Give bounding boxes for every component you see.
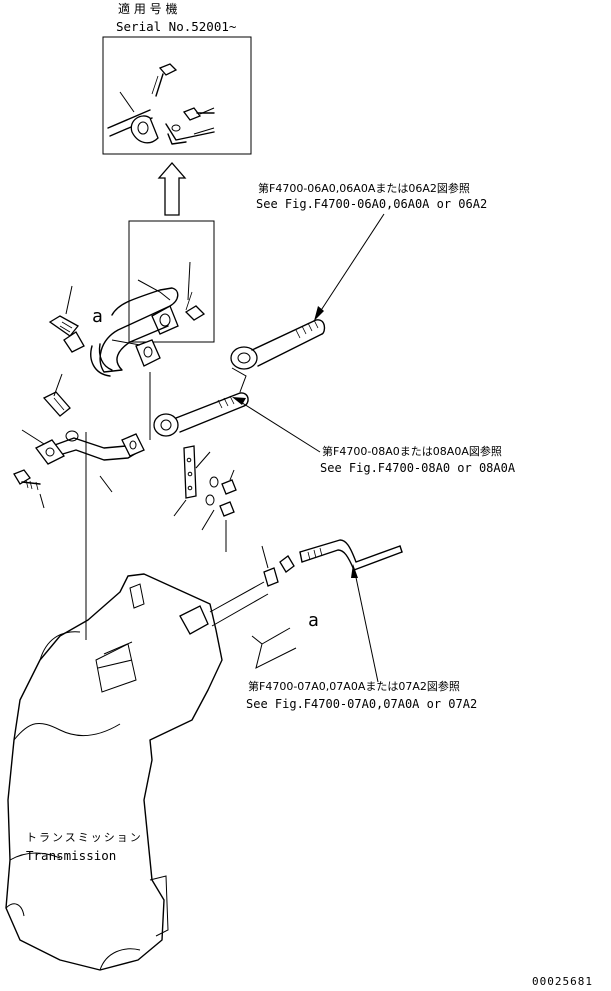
drawing-code: 00025681 [532,975,593,988]
reference-up-arrow [157,162,187,216]
callout-08-jp: 第F4700-08A0または08A0A図参照 [322,444,502,458]
callout-07-leader [351,564,379,683]
callout-06-jp: 第F4700-06A0,06A0Aまたは06A2図参照 [258,181,470,195]
callout-06-leader [314,213,385,321]
callout-07-jp: 第F4700-07A0,07A0Aまたは07A2図参照 [248,679,460,693]
detail-inset [102,36,252,155]
callout-08-leader [232,397,321,453]
marker-a-upper: a [92,306,103,327]
detail-source-box [128,220,215,343]
lower-left-pipe [13,373,145,509]
serial-number-label: Serial No.52001~ [116,19,236,34]
callout-08-en: See Fig.F4700-08A0 or 08A0A [320,461,516,475]
marker-a-lower: a [308,610,319,631]
callout-07-en: See Fig.F4700-07A0,07A0A or 07A2 [246,697,477,711]
pipe-ref-07 [209,539,403,669]
callout-06-en: See Fig.F4700-06A0,06A0A or 06A2 [256,197,487,211]
transmission-housing [5,573,223,971]
upper-hose-end [48,285,85,353]
upper-u-pipe [90,287,179,377]
transmission-label-en: Transmission [26,848,116,863]
transmission-label-jp: トランスミッション [26,831,143,844]
pipe-ref-06 [230,319,326,370]
applicable-serial-label-jp: 適 用 号 機 [118,1,177,16]
bracket-plate [173,445,237,552]
pipe-ref-08 [153,367,249,437]
